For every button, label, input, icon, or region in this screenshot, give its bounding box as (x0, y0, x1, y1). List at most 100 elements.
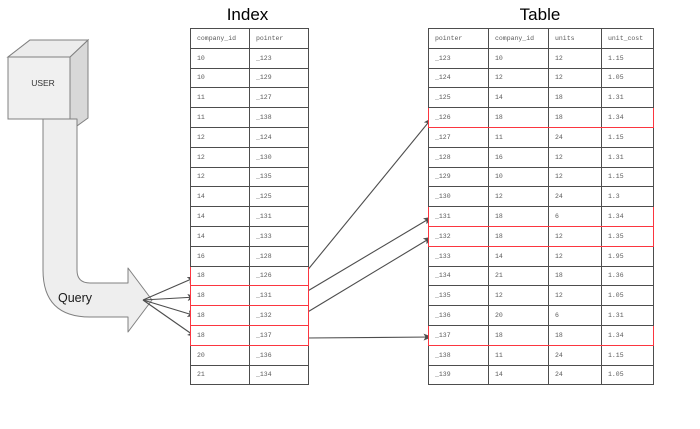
table-cell-company_id: 12 (488, 285, 549, 307)
index-row[interactable]: 18_131 (190, 285, 309, 307)
table-cell-units: 6 (548, 206, 602, 227)
index-row[interactable]: 14_133 (190, 225, 309, 247)
table-cell-company_id: 20 (488, 305, 549, 326)
index-row[interactable]: 12_135 (190, 166, 309, 188)
table-column-header: company_id (488, 28, 549, 49)
index-row[interactable]: 11_127 (190, 87, 309, 109)
table-cell-pointer: _127 (428, 126, 489, 148)
index-row[interactable]: 10_129 (190, 67, 309, 89)
table-cell-pointer: _125 (428, 87, 489, 109)
index-cell-pointer: _134 (249, 364, 309, 386)
table-cell-company_id: 12 (488, 186, 549, 208)
index-cell-company_id: 12 (190, 126, 250, 148)
table-cell-unit_cost: 1.35 (601, 225, 654, 247)
index-cell-company_id: 11 (190, 87, 250, 109)
index-cell-company_id: 14 (190, 225, 250, 247)
query-label: Query (57, 291, 93, 305)
table-cell-unit_cost: 1.95 (601, 245, 654, 267)
table-cell-pointer: _133 (428, 245, 489, 267)
table-cell-unit_cost: 1.05 (601, 364, 654, 386)
index-row[interactable]: 14_131 (190, 206, 309, 227)
table-cell-pointer: _139 (428, 364, 489, 386)
index-cell-pointer: _131 (249, 285, 309, 307)
table-cell-units: 12 (548, 47, 602, 69)
index-cell-company_id: 18 (190, 305, 250, 326)
table-cell-units: 6 (548, 305, 602, 326)
table-cell-units: 18 (548, 87, 602, 109)
user-label: USER (31, 78, 55, 88)
table-cell-pointer: _130 (428, 186, 489, 208)
index-row[interactable]: 12_130 (190, 146, 309, 168)
index-row[interactable]: 18_132 (190, 305, 309, 326)
table-cell-pointer: _137 (428, 324, 489, 346)
table-cell-unit_cost: 1.36 (601, 265, 654, 287)
index-row[interactable]: 14_125 (190, 186, 309, 208)
table-cell-company_id: 21 (488, 265, 549, 287)
index-title: Index (226, 5, 269, 24)
table-cell-units: 12 (548, 146, 602, 168)
index-cell-pointer: _124 (249, 126, 309, 148)
index-row[interactable]: 16_128 (190, 245, 309, 267)
table-cell-units: 24 (548, 186, 602, 208)
index-row[interactable]: 18_137 (190, 324, 309, 346)
table-cell-unit_cost: 1.3 (601, 186, 654, 208)
index-cell-company_id: 14 (190, 186, 250, 208)
table-cell-company_id: 10 (488, 47, 549, 69)
table-cell-unit_cost: 1.15 (601, 166, 654, 188)
index-row[interactable]: 10_123 (190, 47, 309, 69)
index-cell-pointer: _131 (249, 206, 309, 227)
index-cell-pointer: _138 (249, 107, 309, 128)
index-cell-pointer: _129 (249, 67, 309, 89)
index-row[interactable]: 12_124 (190, 126, 309, 148)
index-cell-company_id: 18 (190, 324, 250, 346)
index-row[interactable]: 18_126 (190, 265, 309, 287)
table-cell-pointer: _128 (428, 146, 489, 168)
index-row[interactable]: 11_138 (190, 107, 309, 128)
table-cell-pointer: _135 (428, 285, 489, 307)
table-cell-company_id: 14 (488, 245, 549, 267)
table-cell-pointer: _132 (428, 225, 489, 247)
table-cell-units: 12 (548, 225, 602, 247)
table-cell-unit_cost: 1.34 (601, 206, 654, 227)
table-cell-company_id: 10 (488, 166, 549, 188)
index-cell-pointer: _137 (249, 324, 309, 346)
table-cell-units: 18 (548, 265, 602, 287)
index-cell-company_id: 18 (190, 265, 250, 287)
table-cell-company_id: 11 (488, 126, 549, 148)
index-column-header: company_id (190, 28, 250, 49)
table-cell-pointer: _131 (428, 206, 489, 227)
table-cell-units: 12 (548, 285, 602, 307)
table-cell-company_id: 11 (488, 344, 549, 366)
index-cell-pointer: _127 (249, 87, 309, 109)
index-cell-pointer: _126 (249, 265, 309, 287)
index-cell-company_id: 20 (190, 344, 250, 366)
table-column-header: pointer (428, 28, 489, 49)
index-cell-company_id: 16 (190, 245, 250, 267)
index-row[interactable]: 20_136 (190, 344, 309, 366)
index-cell-company_id: 10 (190, 47, 250, 69)
index-cell-pointer: _136 (249, 344, 309, 366)
table-cell-unit_cost: 1.31 (601, 87, 654, 109)
table-cell-pointer: _138 (428, 344, 489, 366)
index-row[interactable]: 21_134 (190, 364, 309, 386)
table-cell-units: 24 (548, 126, 602, 148)
